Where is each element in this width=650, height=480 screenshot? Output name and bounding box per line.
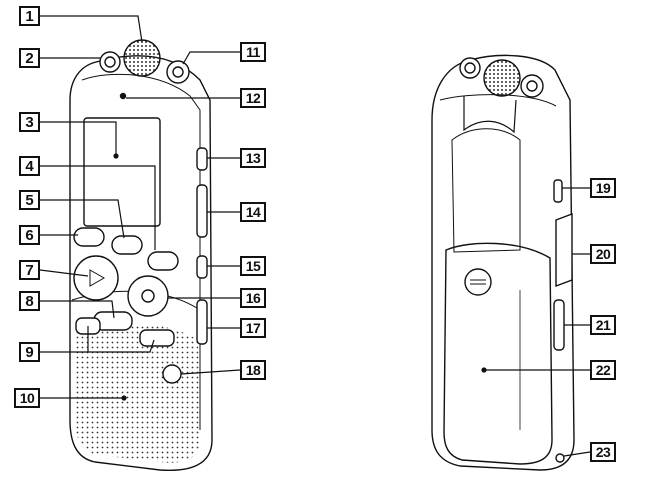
headphone-jack — [167, 61, 189, 83]
side-switch-19 — [554, 180, 562, 202]
callout-22: 22 — [590, 360, 616, 380]
speaker-grille — [74, 323, 200, 463]
button-9-right — [140, 330, 174, 346]
callout-4: 4 — [19, 156, 40, 176]
callout-9: 9 — [19, 342, 40, 362]
button-7 — [74, 256, 118, 300]
callout-5: 5 — [19, 190, 40, 210]
callout-13: 13 — [240, 148, 266, 168]
side-slider-14 — [197, 185, 207, 237]
callout-17: 17 — [240, 318, 266, 338]
side-switch-21 — [554, 300, 564, 350]
callout-7: 7 — [19, 260, 40, 280]
button-16-record — [128, 276, 168, 316]
callout-23: 23 — [590, 442, 616, 462]
strap-hole — [556, 454, 564, 462]
top-mic-left — [100, 52, 120, 72]
callout-12: 12 — [240, 88, 266, 108]
callout-3: 3 — [19, 112, 40, 132]
button-18 — [163, 365, 181, 383]
callout-6: 6 — [19, 225, 40, 245]
built-in-mic — [124, 40, 160, 76]
front-view — [70, 40, 212, 470]
callout-2: 2 — [19, 48, 40, 68]
callout-20: 20 — [590, 244, 616, 264]
side-button-15 — [197, 256, 207, 278]
callout-10: 10 — [14, 388, 40, 408]
rear-view — [432, 55, 574, 470]
usb-slide-20 — [556, 214, 572, 286]
callout-8: 8 — [19, 291, 40, 311]
rear-mic — [484, 60, 520, 96]
callout-11: 11 — [240, 42, 266, 62]
callout-21: 21 — [590, 315, 616, 335]
callout-14: 14 — [240, 202, 266, 222]
callout-1: 1 — [19, 6, 40, 26]
callout-15: 15 — [240, 256, 266, 276]
belt-clip — [464, 96, 516, 132]
callout-16: 16 — [240, 288, 266, 308]
battery-cover — [444, 243, 552, 464]
display-window — [84, 118, 160, 226]
button-4 — [148, 252, 178, 270]
callout-18: 18 — [240, 360, 266, 380]
callout-19: 19 — [590, 178, 616, 198]
cover-latch — [465, 269, 491, 295]
button-5 — [112, 236, 142, 254]
button-6 — [74, 228, 104, 246]
side-button-13 — [197, 148, 207, 170]
rear-body — [432, 55, 574, 470]
side-slider-17 — [197, 300, 207, 344]
